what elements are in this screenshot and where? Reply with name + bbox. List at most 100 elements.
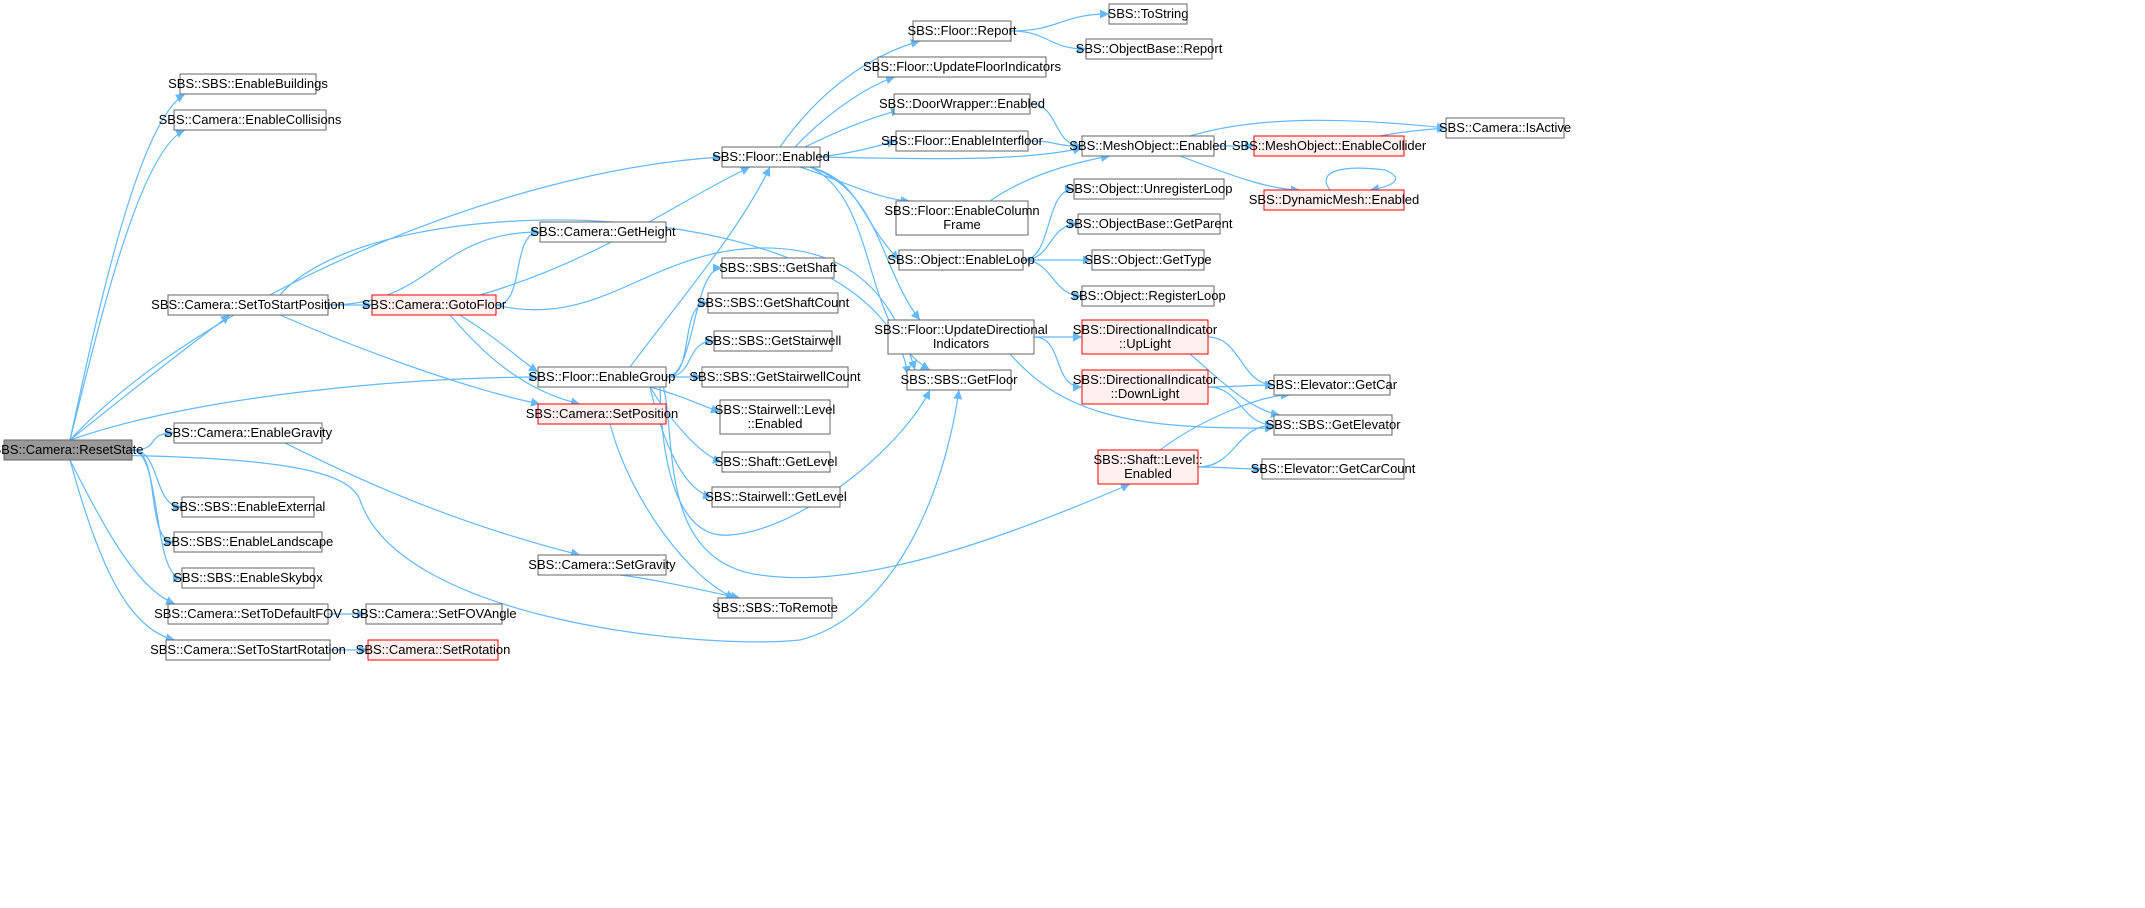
node-label: SBS::Floor::UpdateFloorIndicators (863, 59, 1061, 74)
node-sbs-floor-updatefloorindicators[interactable]: SBS::Floor::UpdateFloorIndicators (863, 56, 1061, 78)
node-box (895, 130, 1029, 152)
node-label: SBS::Camera::SetToDefaultFOV (154, 606, 342, 621)
edge-n32-n42 (1033, 336, 1083, 392)
edge-n18-n28 (804, 107, 901, 148)
node-box (1097, 449, 1199, 485)
node-sbs-doorwrapper-enabled[interactable]: SBS::DoorWrapper::Enabled (879, 93, 1045, 115)
node-sbs-object-gettype[interactable]: SBS::Object::GetType (1084, 249, 1212, 271)
node-sbs-meshobject-enabled[interactable]: SBS::MeshObject::Enabled (1069, 135, 1227, 157)
node-label: SBS::Elevator::GetCarCount (1251, 461, 1416, 476)
node-sbs-sbs-enableexternal[interactable]: SBS::SBS::EnableExternal (171, 496, 326, 518)
edge-n18-n27 (794, 75, 896, 148)
edge-n45-n45 (1325, 167, 1397, 194)
node-sbs-floor-enableinterfloor[interactable]: SBS::Floor::EnableInterfloor (881, 130, 1044, 152)
node-sbs-camera-settodefaultfov[interactable]: SBS::Camera::SetToDefaultFOV (154, 603, 342, 625)
node-box (893, 93, 1031, 115)
node-box (173, 422, 323, 444)
node-sbs-camera-settostartrotation[interactable]: SBS::Camera::SetToStartRotation (150, 639, 346, 661)
node-sbs-object-enableloop[interactable]: SBS::Object::EnableLoop (887, 249, 1035, 271)
node-sbs-sbs-getelevator[interactable]: SBS::SBS::GetElevator (1265, 414, 1401, 436)
node-sbs-sbs-enableskybox[interactable]: SBS::SBS::EnableSkybox (173, 567, 323, 589)
node-sbs-camera-setgravity[interactable]: SBS::Camera::SetGravity (528, 554, 676, 576)
node-label: SBS::SBS::EnableBuildings (168, 76, 328, 91)
node-sbs-camera-settostartposition[interactable]: SBS::Camera::SetToStartPosition (151, 294, 345, 316)
node-sbs-elevator-getcar[interactable]: SBS::Elevator::GetCar (1267, 374, 1398, 396)
edge-n0-n1 (69, 93, 186, 441)
node-sbs-sbs-getshaft[interactable]: SBS::SBS::GetShaft (719, 257, 837, 279)
node-sbs-camera-enablegravity[interactable]: SBS::Camera::EnableGravity (164, 422, 333, 444)
edge-n29-n36 (1027, 140, 1083, 151)
edge-n41-n48 (1189, 353, 1281, 418)
node-label: SBS::DirectionalIndicator (1073, 372, 1218, 387)
edge-n32-n48 (1009, 353, 1275, 433)
node-sbs-object-unregisterloop[interactable]: SBS::Object::UnregisterLoop (1066, 178, 1233, 200)
node-sbs-camera-gotofloor[interactable]: SBS::Camera::GotoFloor (362, 294, 507, 316)
node-label: SBS::Object::GetType (1084, 252, 1211, 267)
edge-n12-n15 (449, 314, 581, 407)
node-box (165, 639, 331, 661)
node-box (173, 531, 323, 553)
node-box (371, 294, 497, 316)
node-sbs-floor-report[interactable]: SBS::Floor::Report (907, 20, 1017, 42)
node-label: SBS::SBS::GetFloor (900, 372, 1018, 387)
edge-n26-n35 (1010, 30, 1087, 54)
node-sbs-sbs-getstairwellcount[interactable]: SBS::SBS::GetStairwellCount (689, 366, 861, 388)
node-sbs-sbs-getshaftcount[interactable]: SBS::SBS::GetShaftCount (697, 292, 850, 314)
node-box (1091, 249, 1205, 271)
node-label: SBS::Camera::SetPosition (526, 406, 678, 421)
node-sbs-dynamicmesh-enabled[interactable]: SBS::DynamicMesh::Enabled (1249, 189, 1420, 211)
node-label: ::DownLight (1111, 386, 1180, 401)
node-sbs-elevator-getcarcount[interactable]: SBS::Elevator::GetCarCount (1251, 458, 1416, 480)
node-sbs-meshobject-enablecollider[interactable]: SBS::MeshObject::EnableCollider (1232, 135, 1427, 157)
node-label: SBS::Floor::EnableColumn (884, 203, 1039, 218)
node-sbs-object-registerloop[interactable]: SBS::Object::RegisterLoop (1070, 285, 1226, 307)
node-sbs-sbs-enablelandscape[interactable]: SBS::SBS::EnableLandscape (163, 531, 334, 553)
node-label: SBS::Floor::EnableInterfloor (881, 133, 1044, 148)
node-sbs-floor-enablegroup[interactable]: SBS::Floor::EnableGroup (529, 366, 676, 388)
node-sbs-camera-setrotation[interactable]: SBS::Camera::SetRotation (356, 639, 511, 661)
node-sbs-camera-getheight[interactable]: SBS::Camera::GetHeight (530, 221, 676, 243)
edge-n43-n48 (1197, 420, 1275, 468)
node-label: Frame (943, 217, 981, 232)
node-sbs-camera-setposition[interactable]: SBS::Camera::SetPosition (526, 403, 678, 425)
node-label: SBS::SBS::GetStairwellCount (689, 369, 861, 384)
node-sbs-camera-enablecollisions[interactable]: SBS::Camera::EnableCollisions (159, 109, 342, 131)
node-sbs-camera-setfovangle[interactable]: SBS::Camera::SetFOVAngle (351, 603, 517, 625)
node-sbs-stairwell-getlevel[interactable]: SBS::Stairwell::GetLevel (705, 486, 847, 508)
node-label: SBS::Camera::EnableGravity (164, 425, 333, 440)
node-sbs-sbs-getstairwell[interactable]: SBS::SBS::GetStairwell (705, 330, 842, 352)
node-label: SBS::SBS::GetStairwell (705, 333, 842, 348)
node-label: SBS::Object::UnregisterLoop (1066, 181, 1233, 196)
edge-n14-n43 (659, 376, 1131, 579)
node-sbs-directionalindicator-downlight[interactable]: SBS::DirectionalIndicator::DownLight (1073, 369, 1218, 405)
node-sbs-camera-resetstate[interactable]: SBS::Camera::ResetState (0, 439, 144, 461)
node-sbs-directionalindicator-uplight[interactable]: SBS::DirectionalIndicator::UpLight (1073, 319, 1218, 355)
node-label: SBS::MeshObject::EnableCollider (1232, 138, 1427, 153)
node-box (1261, 458, 1405, 480)
node-sbs-camera-isactive[interactable]: SBS::Camera::IsActive (1439, 117, 1571, 139)
node-box (3, 439, 133, 461)
node-sbs-tostring[interactable]: SBS::ToString (1108, 3, 1189, 25)
node-sbs-sbs-enablebuildings[interactable]: SBS::SBS::EnableBuildings (168, 73, 328, 95)
node-sbs-sbs-toremote[interactable]: SBS::SBS::ToRemote (712, 597, 838, 619)
edge-n43-n49 (1197, 464, 1263, 474)
edge-n36-n45 (1179, 155, 1301, 195)
node-label: SBS::SBS::GetElevator (1265, 417, 1401, 432)
node-box (167, 603, 329, 625)
node-sbs-stairwell-level-enabled[interactable]: SBS::Stairwell::Level::Enabled (715, 399, 836, 435)
node-label: Enabled (1124, 466, 1172, 481)
node-sbs-objectbase-getparent[interactable]: SBS::ObjectBase::GetParent (1066, 213, 1233, 235)
node-label: SBS::Camera::SetToStartRotation (150, 642, 346, 657)
node-label: SBS::SBS::EnableLandscape (163, 534, 334, 549)
node-box (1263, 189, 1405, 211)
node-sbs-floor-enabled[interactable]: SBS::Floor::Enabled (712, 146, 830, 168)
node-label: SBS::MeshObject::Enabled (1069, 138, 1227, 153)
node-box (912, 20, 1012, 42)
node-sbs-shaft-getlevel[interactable]: SBS::Shaft::GetLevel (715, 451, 838, 473)
node-sbs-sbs-getfloor[interactable]: SBS::SBS::GetFloor (900, 369, 1018, 391)
node-sbs-shaft-level-enabled[interactable]: SBS::Shaft::Level::Enabled (1093, 449, 1203, 485)
node-sbs-objectbase-report[interactable]: SBS::ObjectBase::Report (1076, 38, 1223, 60)
node-box (1081, 369, 1209, 405)
